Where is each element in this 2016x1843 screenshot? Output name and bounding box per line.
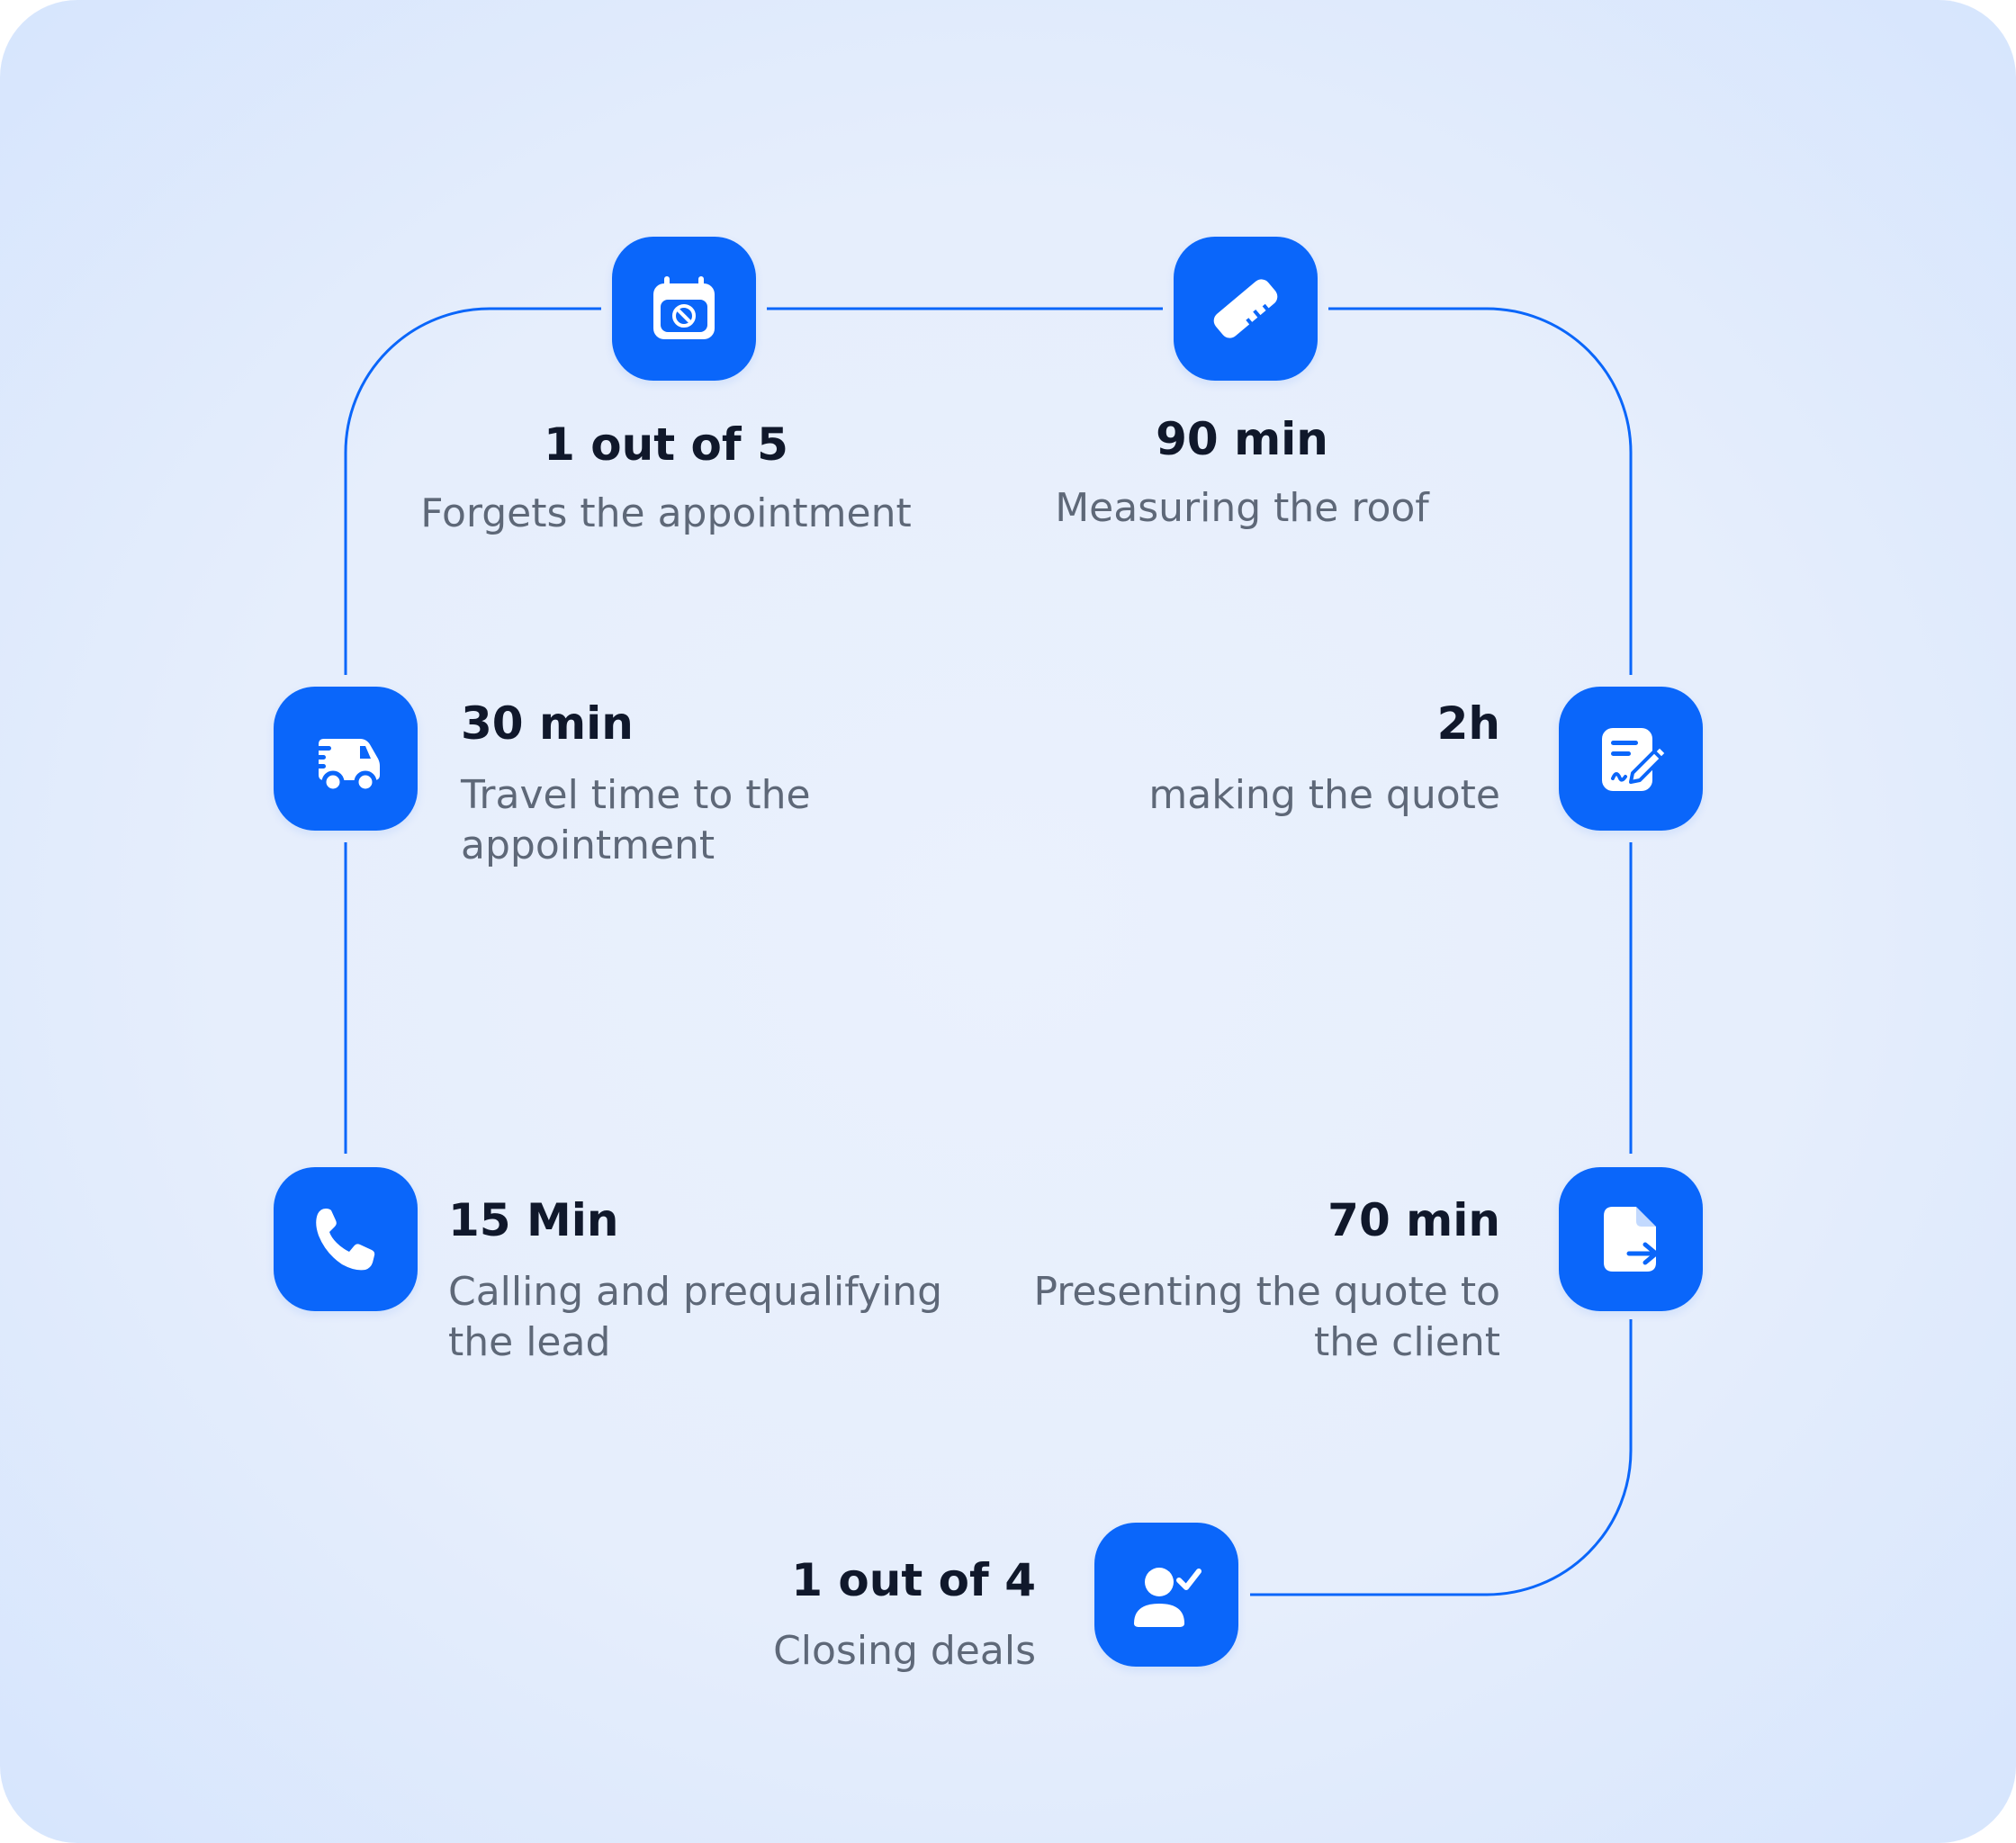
document-send-icon	[1604, 1207, 1659, 1272]
step-7-stat: 1 out of 4	[791, 1554, 1036, 1606]
step-4-stat: 2h	[1436, 697, 1500, 750]
step-2-description: Measuring the roof	[1055, 485, 1429, 531]
step-3-stat: 30 min	[461, 697, 634, 750]
step-6-description: Presenting the quote to the client	[1033, 1269, 1500, 1365]
step-2-stat: 90 min	[1156, 413, 1328, 465]
step-7-description: Closing deals	[773, 1628, 1036, 1674]
step-6-stat: 70 min	[1328, 1194, 1500, 1246]
signed-document-pen-icon	[1602, 728, 1669, 791]
step-1-description: Forgets the appointment	[420, 490, 912, 536]
step-7-icon-tile	[1094, 1523, 1238, 1667]
step-5-stat: 15 Min	[448, 1194, 619, 1246]
phone-icon	[316, 1209, 375, 1271]
step-4-icon-tile	[1559, 687, 1703, 831]
step-5-description: Calling and prequalifying the lead	[448, 1269, 943, 1365]
delivery-truck-icon	[306, 739, 380, 794]
step-1-stat: 1 out of 5	[544, 418, 788, 471]
step-2-icon-tile	[1174, 237, 1318, 381]
step-4-description: making the quote	[1148, 772, 1500, 818]
step-5-icon-tile	[274, 1167, 418, 1311]
step-1-icon-tile	[612, 237, 756, 381]
step-3-icon-tile	[274, 687, 418, 831]
ruler-icon	[1213, 279, 1278, 338]
step-3-description: Travel time to the appointment	[461, 772, 811, 868]
step-6-icon-tile	[1559, 1167, 1703, 1311]
calendar-blocked-icon	[653, 276, 715, 339]
user-check-icon	[1134, 1568, 1202, 1627]
